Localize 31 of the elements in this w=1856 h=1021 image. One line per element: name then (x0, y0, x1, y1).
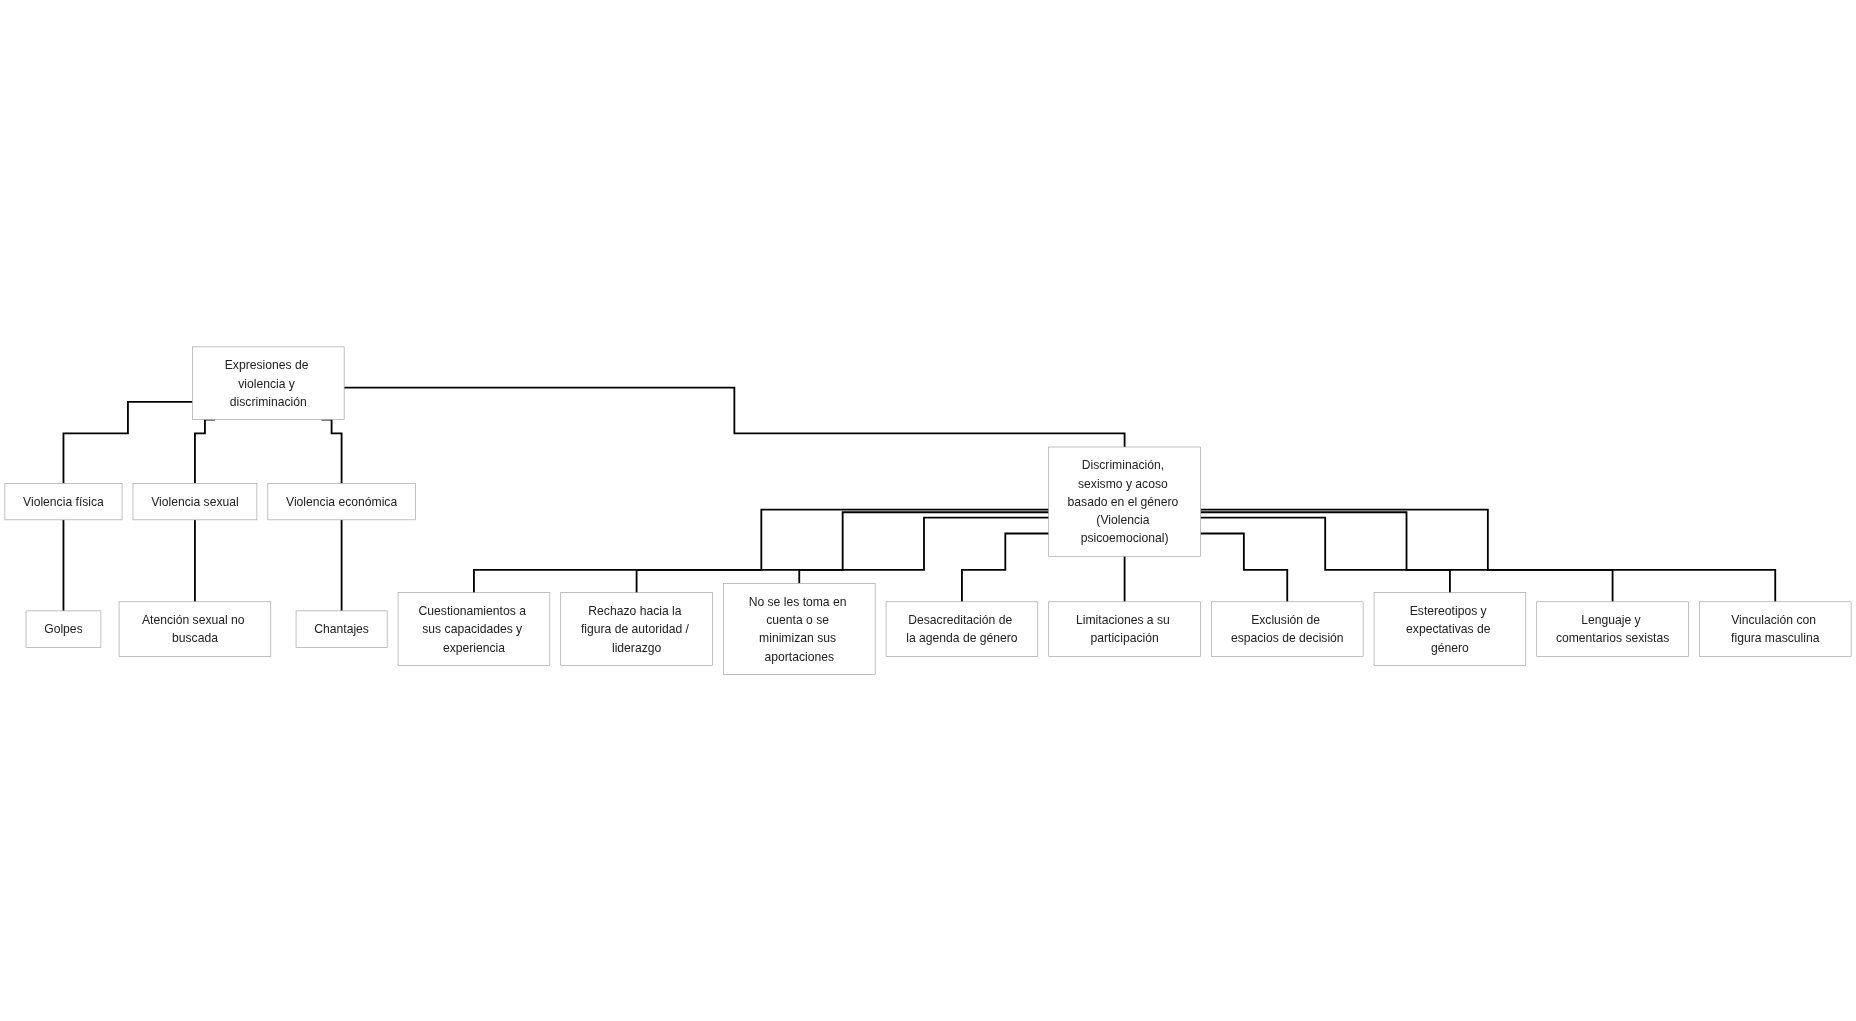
node-box: Violencia sexual (132, 482, 258, 520)
connector (1199, 516, 1451, 594)
connector (340, 518, 343, 612)
node-box: Limitaciones a su participación (1048, 601, 1201, 657)
node-box: Vinculación con figura masculina (1699, 601, 1852, 657)
node-box: Expresiones de violencia y discriminación (192, 346, 345, 420)
node-box: Chantajes (295, 610, 388, 648)
connector (1199, 532, 1289, 603)
node-box: Lenguaje y comentarios sexistas (1536, 601, 1689, 657)
node-box: Violencia física (4, 482, 123, 520)
connector (343, 386, 1126, 448)
node-box: Discriminación, sexismo y acoso basado en el género (Violencia psicoemocional) (1048, 446, 1201, 557)
node-box: Exclusión de espacios de decisión (1211, 601, 1364, 657)
connector (473, 508, 1050, 594)
node-box: Cuestionamientos a sus capacidades y experiencia (397, 592, 551, 666)
connector (62, 400, 194, 485)
connector (1199, 511, 1614, 603)
node-box: Golpes (25, 610, 102, 648)
connector (1199, 508, 1777, 603)
node-box: No se les toma en cuenta o se minimizan sus aportaciones (723, 583, 876, 675)
node-box: Atención sexual no buscada (118, 601, 272, 657)
connector (194, 518, 196, 603)
connector (1123, 555, 1126, 603)
connector (635, 511, 1050, 594)
node-box: Estereotipos y expectativas de género (1373, 592, 1527, 666)
node-box: Rechazo hacia la figura de autoridad / liderazgo (560, 592, 713, 666)
node-box: Desacreditación de la agenda de género (885, 601, 1039, 657)
connector (961, 532, 1050, 603)
node-box: Violencia económica (267, 482, 416, 520)
connector (62, 518, 65, 612)
connector (798, 516, 1050, 585)
